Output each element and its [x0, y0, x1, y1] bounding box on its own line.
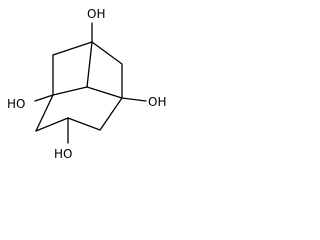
oh-bottom-label: HO	[54, 147, 72, 161]
adamantane-tetrol-structure: OH HO OH HO	[7, 7, 166, 161]
atom-labels: OH HO OH HO	[7, 7, 166, 161]
bond-right-oh	[121, 97, 147, 102]
bond-top-rightch2	[91, 41, 123, 65]
bond-top-backch2	[86, 41, 93, 88]
oh-right-label: OH	[148, 95, 166, 109]
bond-lowerleftch2-bottomc	[35, 117, 69, 132]
oh-left-label: HO	[7, 97, 25, 111]
bond-top-leftch2	[52, 41, 93, 56]
bond-bottomc-lowerrightch2	[67, 117, 101, 131]
bond-lowerrightch2-rightc	[99, 97, 123, 131]
oh-top-label: OH	[87, 7, 105, 21]
bond-leftc-lowerleftch2	[35, 94, 54, 132]
bond-backch2-rightc	[86, 86, 123, 99]
bond-lines	[34, 22, 147, 144]
bond-left-oh	[34, 94, 54, 102]
bond-backch2-leftc	[52, 86, 88, 96]
